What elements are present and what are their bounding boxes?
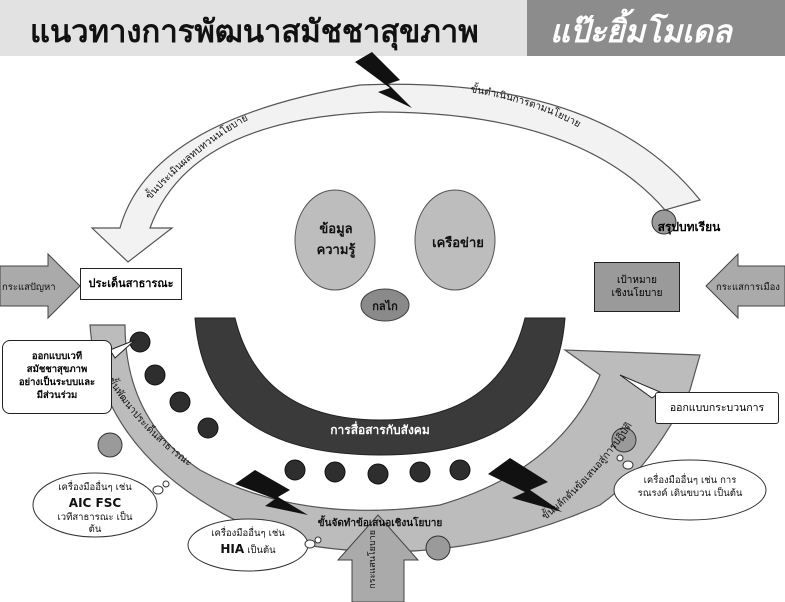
design-process-box: ออกแบบกระบวนการ	[655, 392, 779, 424]
stage-label-evaluate: ขั้นประเมินผลทบทวนนโยบาย	[142, 113, 250, 202]
title-bar	[0, 0, 527, 56]
stage-label-propose: ขั้นจัดทำข้อเสนอเชิงนโยบาย	[317, 518, 443, 529]
public-issue-box: ประเด็นสาธารณะ	[80, 268, 182, 300]
problem-stream-arrow	[0, 252, 81, 320]
lightning-top-icon	[355, 52, 412, 108]
policy-goal-box: เป้าหมายเชิงนโยบาย	[594, 262, 680, 312]
policy-stream-arrow	[336, 514, 420, 602]
mouth-label: การสื่อสารกับสังคม	[330, 423, 430, 437]
right-eye-label: เครือข่าย	[432, 236, 484, 251]
lightning-left-icon	[235, 470, 308, 515]
cloud-left-text: เครื่องมืออื่นๆ เช่น AIC FSC เวทีสาธารณะ…	[57, 482, 133, 536]
political-stream-label: กระแสการเมือง	[716, 282, 780, 293]
right-eye	[414, 189, 496, 291]
forum-bubble-tail	[109, 339, 136, 359]
mouth	[194, 317, 566, 456]
cloud-center-text: เครื่องมืออื่นๆ เช่น HIA เป็นต้น	[211, 528, 285, 556]
nose	[360, 288, 410, 322]
policy-stream-label: กระแสนโยบาย	[368, 530, 378, 589]
left-eye-label: ข้อมูลความรู้	[316, 222, 356, 258]
step-dots	[129, 331, 471, 485]
political-stream-arrow	[705, 252, 785, 320]
lessons-dot	[651, 209, 677, 235]
cloud-right	[613, 454, 767, 521]
model-title: แป๊ะยิ้มโมเดล	[550, 14, 732, 50]
lessons-label: สรุปบทเรียน	[657, 219, 721, 234]
lightning-right-icon	[488, 458, 562, 512]
problem-stream-label: กระแสปัญหา	[2, 282, 56, 293]
cloud-left	[32, 472, 170, 538]
cloud-right-text: เครื่องมืออื่นๆ เช่น การ รณรงค์ เดินขบวน…	[637, 475, 743, 499]
nose-label: กลไก	[372, 300, 398, 313]
design-forum-box: ออกแบบเวทีสมัชชาสุขภาพ อย่างเป็นระบบและม…	[2, 340, 112, 414]
left-eye	[294, 189, 376, 291]
page-title: แนวทางการพัฒนาสมัชชาสุขภาพ	[30, 14, 479, 50]
top-return-arc	[90, 83, 702, 263]
cloud-center	[187, 518, 322, 572]
model-title-bar	[527, 0, 785, 56]
